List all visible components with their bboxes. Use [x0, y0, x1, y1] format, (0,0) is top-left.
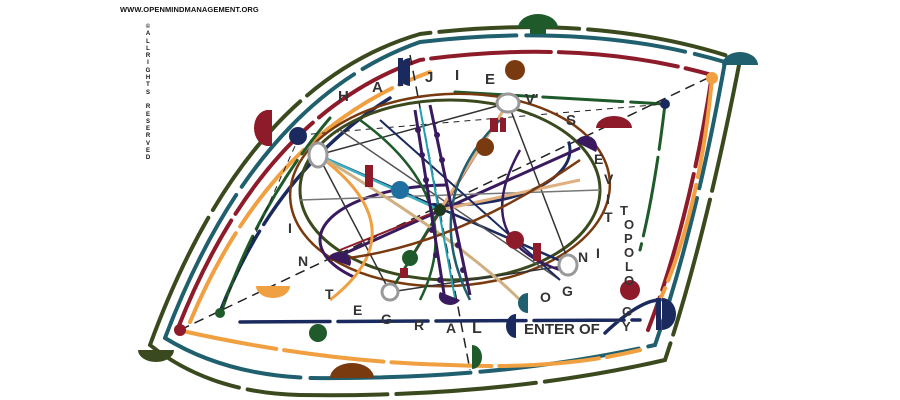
ring-right	[557, 253, 579, 277]
half-purple-bottom	[438, 292, 460, 305]
letter-i1: I	[455, 67, 459, 84]
half-orange-left	[256, 286, 290, 298]
letter-v1: V'	[525, 91, 539, 108]
ellipse-brown	[288, 92, 612, 288]
letter-int-l: L	[472, 320, 482, 337]
website-url: WWW.OPENMINDMANAGEMENT.ORG	[120, 5, 259, 14]
small-bars	[365, 118, 541, 278]
letter-int-i: I	[288, 220, 292, 236]
half-maroon-right	[596, 116, 632, 128]
letter-topo-7: G	[622, 304, 632, 319]
center-node	[434, 204, 446, 216]
dot-green-center	[402, 250, 418, 266]
dot-orange-corner	[706, 72, 718, 84]
letter-int-e: E	[353, 302, 362, 318]
letter-a1: A	[372, 79, 383, 96]
center-of-label: ENTER OF	[524, 321, 600, 338]
letter-topo-8: Y	[622, 319, 631, 334]
letter-topo-5: L	[625, 259, 633, 274]
frame-maroon	[176, 49, 715, 332]
letter-int-g: G	[381, 311, 392, 327]
frame-teal	[163, 33, 728, 381]
dot-navy-left	[289, 127, 307, 145]
letter-topo-2: O	[624, 217, 634, 232]
letter-g: G	[562, 283, 573, 299]
dot-navy-corner	[660, 99, 670, 109]
frame-green	[220, 90, 667, 312]
letter-topo-3: P	[624, 231, 633, 246]
half-purple-left	[328, 252, 351, 266]
half-navy-right	[662, 298, 676, 330]
letter-i2: I	[606, 191, 610, 207]
frame-orange	[176, 70, 714, 368]
letter-s: S	[566, 112, 576, 129]
dot-maroon-center	[506, 231, 524, 249]
dot-maroon-right	[620, 280, 640, 300]
letter-e1: E	[485, 71, 495, 88]
letter-e2: E	[594, 151, 603, 167]
letter-o: O	[540, 289, 551, 305]
frame-olive-outer	[148, 25, 743, 398]
letter-t1: T	[604, 209, 613, 225]
letter-v2: V	[604, 171, 614, 187]
letter-topo-1: T	[620, 203, 628, 218]
letter-int-r: R	[414, 317, 424, 333]
letter-int-n: N	[298, 253, 308, 269]
letter-topo-6: O	[624, 273, 634, 288]
vertical-chain	[413, 104, 472, 301]
half-purple-right	[576, 135, 598, 152]
half-olive-corner	[138, 350, 174, 362]
half-navy-bottom	[506, 314, 516, 338]
copyright-vertical: © A L L R I G H T S R E S E R V E D	[145, 24, 151, 162]
letter-int-a: A	[446, 320, 456, 336]
letter-h: H	[338, 88, 349, 105]
half-teal-top-right	[722, 52, 758, 65]
ring-top	[495, 92, 521, 114]
ring-bottom	[380, 282, 400, 302]
half-green-top	[518, 14, 558, 28]
letter-n: N	[578, 249, 588, 265]
letters: H A J I E V' S E V I T I T O P O L O G Y…	[288, 67, 634, 338]
outer-frame	[148, 25, 743, 398]
dot-blue-center	[391, 181, 409, 199]
ring-left	[307, 141, 329, 169]
letter-topo-4: O	[624, 245, 634, 260]
dot-brown-top	[505, 60, 525, 80]
dots	[174, 60, 718, 342]
letter-int-t: T	[325, 286, 334, 302]
dot-green-corner	[215, 308, 225, 318]
dot-green-lower	[309, 324, 327, 342]
half-maroon-left	[254, 110, 268, 146]
half-green-bottom	[472, 345, 482, 369]
half-discs	[138, 14, 758, 378]
half-teal-bottom	[518, 293, 528, 313]
vertex-rings	[307, 92, 579, 302]
letter-i3: I	[596, 245, 600, 261]
dot-maroon-corner	[174, 324, 186, 336]
ellipse-purple-bottom	[318, 183, 582, 297]
letter-j: J	[425, 69, 433, 86]
dot-brown-mid	[476, 138, 494, 156]
